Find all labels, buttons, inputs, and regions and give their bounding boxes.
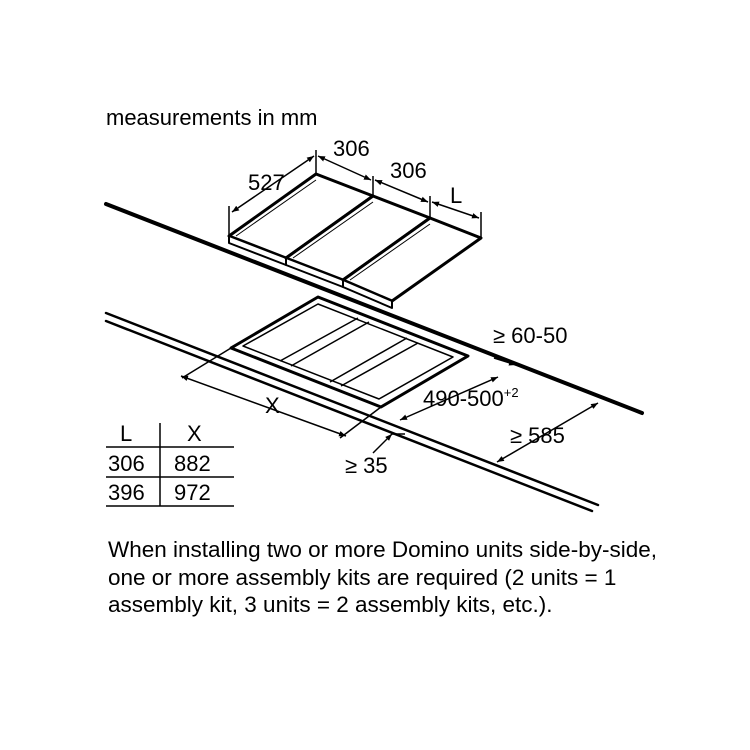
dimension-lines (180, 150, 599, 463)
worktop-depth-label: ≥ 585 (510, 423, 565, 448)
width-last-label: L (450, 183, 462, 208)
front-gap-label: ≥ 35 (345, 453, 388, 478)
width-second-label: 306 (390, 158, 427, 183)
table-cell: 396 (108, 480, 145, 505)
width-last-dimension (431, 201, 480, 219)
cutout-depth-dimension (399, 376, 499, 421)
worktop-depth-dimension (496, 402, 599, 463)
cutout-depth-label: 490-500+2 (423, 385, 519, 411)
table-cell: 882 (174, 451, 211, 476)
table-header-l: L (120, 421, 132, 446)
table-cell: 306 (108, 451, 145, 476)
size-table: L X 306 882 396 972 (106, 421, 234, 507)
depth-dimension (231, 155, 315, 213)
cutout-width-dimension (180, 375, 347, 437)
front-gap-dimension (372, 433, 393, 454)
width-second-dimension (374, 179, 429, 203)
units-label: measurements in mm (106, 105, 318, 130)
rear-gap-label: ≥ 60-50 (493, 323, 567, 348)
depth-label: 527 (248, 170, 285, 195)
assembly-kit-note: When installing two or more Domino units… (108, 537, 657, 617)
hob-unit-2 (284, 194, 432, 288)
worktop-edges (104, 202, 644, 513)
worktop-rear-edge (104, 202, 644, 415)
width-first-label: 306 (333, 136, 370, 161)
worktop-front-edge-top (104, 311, 600, 507)
width-first-dimension (317, 155, 372, 181)
cutout-width-label: X (265, 393, 280, 418)
worktop-front-edge-bottom (104, 319, 594, 513)
table-cell: 972 (174, 480, 211, 505)
rear-gap-dimension (493, 357, 517, 366)
domino-hob-units (227, 172, 483, 309)
table-header-x: X (187, 421, 202, 446)
